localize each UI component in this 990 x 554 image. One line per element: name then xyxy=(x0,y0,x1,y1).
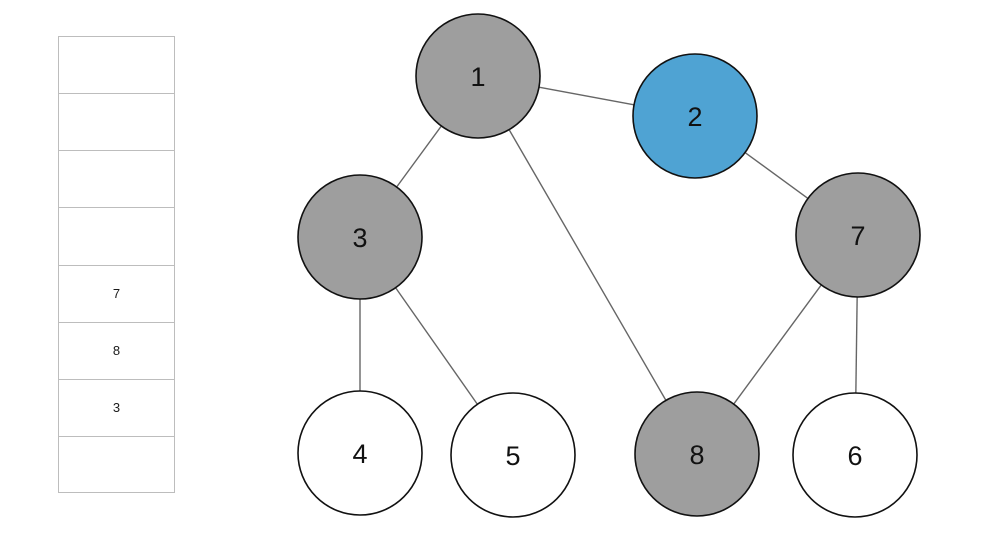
graph-node-2[interactable]: 2 xyxy=(632,53,758,179)
graph-node-4[interactable]: 4 xyxy=(297,390,423,516)
edge-layer xyxy=(359,86,858,405)
graph-node-circle-1[interactable] xyxy=(415,13,541,139)
memory-cell-3[interactable] xyxy=(59,208,174,266)
graph-node-6[interactable]: 6 xyxy=(792,392,918,518)
graph-node-circle-3[interactable] xyxy=(297,174,423,300)
graph-edge-1-2 xyxy=(538,86,635,106)
memory-cell-6[interactable]: 3 xyxy=(59,380,174,437)
graph-node-circle-7[interactable] xyxy=(795,172,921,298)
graph-node-3[interactable]: 3 xyxy=(297,174,423,300)
graph-node-8[interactable]: 8 xyxy=(634,391,760,517)
graph-edge-2-7 xyxy=(744,151,809,200)
graph-node-1[interactable]: 1 xyxy=(415,13,541,139)
graph-edge-1-8 xyxy=(508,129,667,401)
graph-node-circle-8[interactable] xyxy=(634,391,760,517)
memory-cell-5[interactable]: 8 xyxy=(59,323,174,380)
graph-node-circle-6[interactable] xyxy=(792,392,918,518)
memory-cell-4[interactable]: 7 xyxy=(59,266,174,323)
graph-node-circle-5[interactable] xyxy=(450,392,576,518)
graph-edge-1-3 xyxy=(396,125,442,188)
graph-edge-7-6 xyxy=(855,296,858,394)
graph-edge-7-8 xyxy=(733,284,822,405)
memory-cell-2[interactable] xyxy=(59,151,174,209)
graph-node-circle-2[interactable] xyxy=(632,53,758,179)
graph-node-7[interactable]: 7 xyxy=(795,172,921,298)
graph-edge-3-5 xyxy=(395,287,478,405)
memory-cell-0[interactable] xyxy=(59,37,174,95)
graph-node-5[interactable]: 5 xyxy=(450,392,576,518)
memory-cell-1[interactable] xyxy=(59,94,174,152)
graph-node-circle-4[interactable] xyxy=(297,390,423,516)
